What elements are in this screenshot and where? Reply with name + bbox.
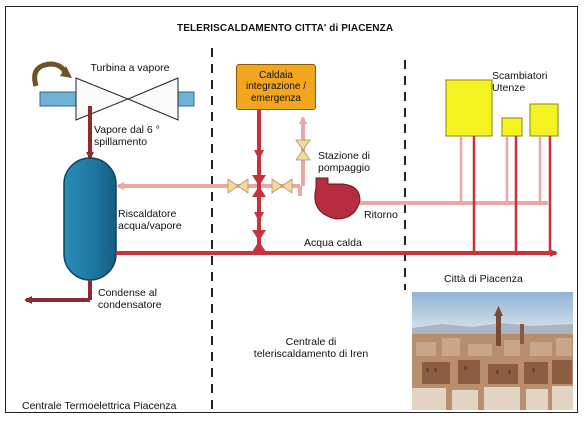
plant-center-label: Centrale di teleriscaldamento di Iren	[253, 336, 369, 360]
exchanger-large	[445, 79, 493, 137]
diagram-title: TELERISCALDAMENTO CITTA' di PIACENZA	[177, 23, 394, 34]
heater-vessel	[63, 157, 117, 281]
condense-label: Condense al condensatore	[98, 287, 162, 311]
boiler-label: Caldaia integrazione / emergenza	[245, 69, 307, 104]
valve-icon	[227, 139, 311, 194]
return-label: Ritorno	[364, 209, 398, 221]
hot-water-label: Acqua calda	[304, 237, 362, 249]
exchanger-small	[501, 117, 523, 137]
turbine-icon	[39, 77, 195, 121]
heater-label: Riscaldatore acqua/vapore	[118, 208, 182, 232]
turbine-label: Turbina a vapore	[90, 62, 170, 74]
city-label: Città di Piacenza	[444, 273, 523, 285]
steam-label: Vapore dal 6 ° spillamento	[94, 124, 160, 148]
rotation-arrow-icon	[32, 61, 72, 87]
pump-icon	[314, 177, 361, 220]
exchanger-medium	[529, 103, 559, 137]
exchangers-label: Scambiatori Utenze	[492, 70, 548, 94]
plant-left-label: Centrale Termoelettrica Piacenza	[22, 400, 177, 412]
pump-station-label: Stazione di pompaggio	[318, 150, 370, 174]
city-photo	[412, 292, 573, 410]
boiler-box: Caldaia integrazione / emergenza	[236, 64, 316, 110]
